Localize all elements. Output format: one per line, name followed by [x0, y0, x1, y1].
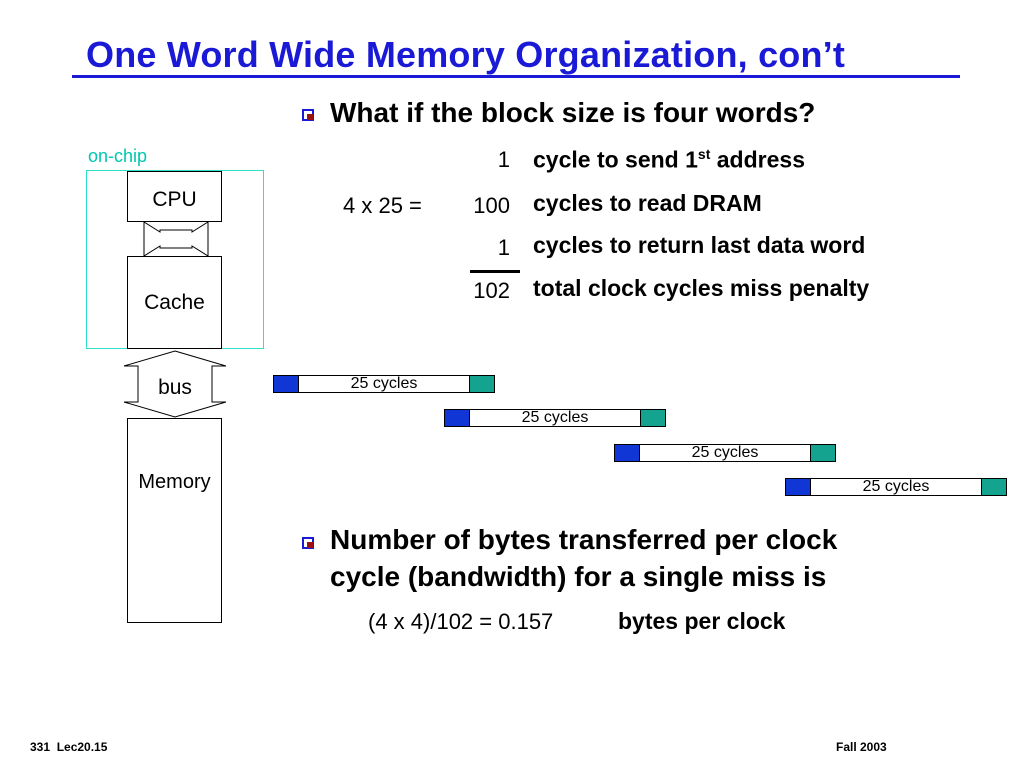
bus-arrow	[123, 350, 227, 418]
memory-box: Memory	[127, 418, 222, 623]
title-underline	[72, 75, 960, 78]
cycles-label: 25 cycles	[521, 409, 589, 426]
footer-course-lecture: 331 Lec20.15	[30, 740, 108, 754]
step-text-2: cycles to read DRAM	[533, 190, 762, 216]
bullet-icon	[302, 109, 314, 121]
dram-read-segment: 25 cycles	[470, 409, 640, 427]
memory-label: Memory	[138, 471, 211, 493]
send-address-segment	[444, 409, 470, 427]
bandwidth-question-line2: cycle (bandwidth) for a single miss is	[330, 561, 827, 592]
dram-read-segment: 25 cycles	[811, 478, 981, 496]
cycles-label: 25 cycles	[862, 478, 930, 495]
bullet-icon	[302, 537, 314, 549]
sum-line	[470, 270, 520, 273]
step-prefix: 4 x 25 =	[343, 193, 422, 218]
cycles-label: 25 cycles	[691, 444, 759, 461]
step-number: 100	[473, 193, 510, 218]
bandwidth-unit: bytes per clock	[618, 608, 786, 634]
return-data-segment	[810, 444, 836, 462]
ordinal-suffix: st	[697, 146, 711, 162]
timeline-bar-1: 25 cycles	[273, 375, 495, 393]
step-number: 1	[497, 235, 510, 260]
step-text-3: cycles to return last data word	[533, 232, 866, 258]
bus-label: bus	[158, 376, 192, 399]
bullet-question: What if the block size is four words?	[330, 97, 816, 128]
cycles-label: 25 cycles	[350, 375, 418, 392]
send-address-segment	[785, 478, 811, 496]
timeline-bar-3: 25 cycles	[614, 444, 836, 462]
step-text: cycle to send 1	[533, 146, 698, 173]
step-number: 102	[473, 278, 510, 303]
step-text-after: address	[710, 146, 805, 173]
slide-title: One Word Wide Memory Organization, con’t	[86, 34, 846, 75]
cpu-label: CPU	[152, 188, 197, 211]
dram-read-segment: 25 cycles	[299, 375, 469, 393]
bandwidth-formula: (4 x 4)/102 = 0.157	[368, 609, 554, 634]
step-text-4: total clock cycles miss penalty	[533, 275, 870, 301]
return-data-segment	[469, 375, 495, 393]
bandwidth-question-line1: Number of bytes transferred per clock	[330, 524, 838, 555]
return-data-segment	[640, 409, 666, 427]
cache-label: Cache	[144, 291, 205, 314]
send-address-segment	[614, 444, 640, 462]
step-number: 1	[497, 147, 510, 172]
cpu-box: CPU	[127, 171, 222, 222]
cache-box: Cache	[127, 256, 222, 349]
onchip-label: on-chip	[88, 146, 148, 166]
send-address-segment	[273, 375, 299, 393]
step-text-1: cycle to send 1st address	[533, 146, 805, 174]
dram-read-segment: 25 cycles	[640, 444, 810, 462]
timeline-bar-2: 25 cycles	[444, 409, 666, 427]
timeline-bar-4: 25 cycles	[785, 478, 1007, 496]
footer-term: Fall 2003	[836, 740, 887, 754]
cpu-cache-arrow	[143, 222, 209, 256]
return-data-segment	[981, 478, 1007, 496]
